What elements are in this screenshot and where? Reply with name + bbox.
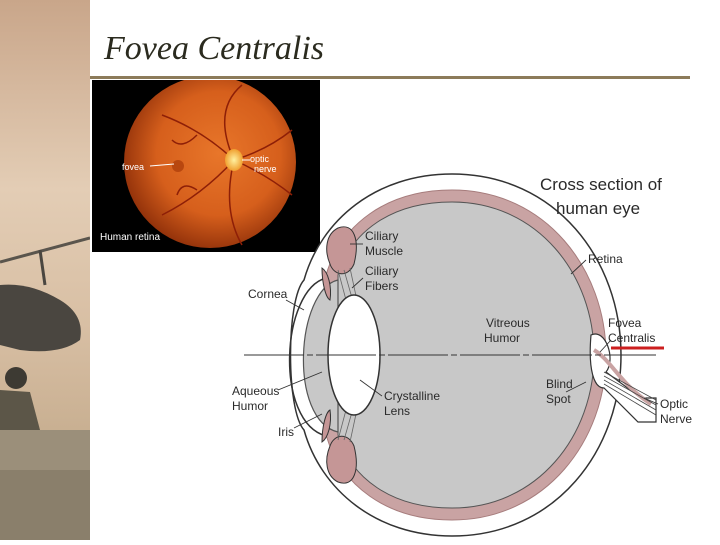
retina-photo-caption: Human retina xyxy=(100,232,160,243)
retina-fovea-label: fovea xyxy=(122,162,144,172)
label-aqueous-2: Humor xyxy=(232,399,268,413)
ciliary-muscle-lower xyxy=(327,436,357,483)
label-blind-spot-1: Blind xyxy=(546,377,573,391)
label-optic-nerve-2: Nerve xyxy=(660,412,692,426)
label-ciliary-fibers-1: Ciliary xyxy=(365,264,398,278)
ciliary-muscle-upper xyxy=(327,227,357,274)
label-fovea-1: Fovea xyxy=(608,316,642,330)
title-divider xyxy=(90,76,690,79)
label-fovea-2: Centralis xyxy=(608,331,655,345)
label-lens-1: Crystalline xyxy=(384,389,440,403)
fovea-spot xyxy=(172,160,184,172)
label-aqueous-1: Aqueous xyxy=(232,384,279,398)
label-ciliary-muscle-1: Ciliary xyxy=(365,229,398,243)
label-iris: Iris xyxy=(278,425,294,439)
label-ciliary-fibers-2: Fibers xyxy=(365,279,398,293)
label-retina: Retina xyxy=(588,252,623,266)
eye-cross-section-diagram: Cross section of human eye Ciliary Muscl… xyxy=(226,160,720,540)
slide-title: Fovea Centralis xyxy=(104,30,324,68)
diagram-heading-line2: human eye xyxy=(556,199,640,218)
label-ciliary-muscle-2: Muscle xyxy=(365,244,403,258)
label-lens-2: Lens xyxy=(384,404,410,418)
decorative-sidebar-photo xyxy=(0,0,90,540)
label-vitreous-2: Humor xyxy=(484,331,520,345)
label-optic-nerve-1: Optic xyxy=(660,397,688,411)
label-cornea: Cornea xyxy=(248,287,288,301)
label-vitreous-1: Vitreous xyxy=(486,316,530,330)
diagram-heading-line1: Cross section of xyxy=(540,175,662,194)
label-blind-spot-2: Spot xyxy=(546,392,571,406)
